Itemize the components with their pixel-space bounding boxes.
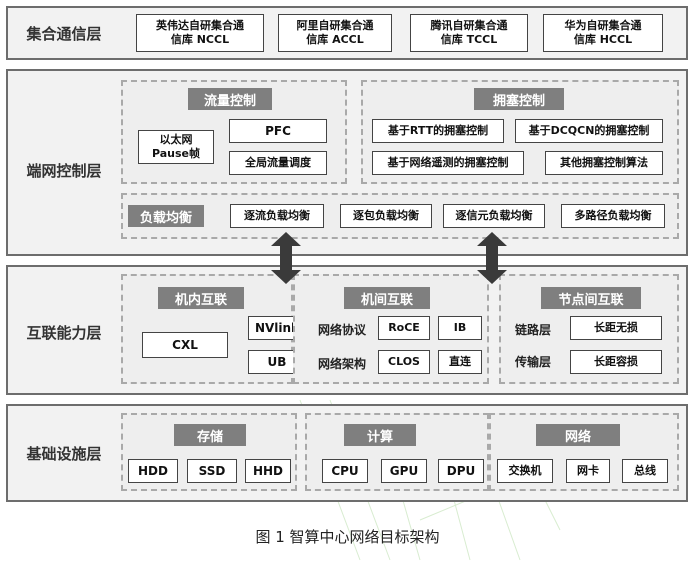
lib-hccl-line2: 信库 HCCL xyxy=(573,33,633,46)
hdd-box: HDD xyxy=(128,459,178,483)
gpu-box: GPU xyxy=(381,459,427,483)
ethernet-pause-box: 以太网 Pause帧 xyxy=(138,130,214,164)
lib-accl: 阿里自研集合通 信库 ACCL xyxy=(278,14,392,52)
clos-box: CLOS xyxy=(378,350,430,374)
figure-caption: 图 1 智算中心网络目标架构 xyxy=(255,527,440,546)
lb-per-flow-box: 逐流负载均衡 xyxy=(230,204,324,228)
updown-arrow-icon xyxy=(271,232,301,284)
rtt-congestion-box: 基于RTT的拥塞控制 xyxy=(372,119,504,143)
ethernet-line1: 以太网 xyxy=(159,133,193,147)
cpu-box: CPU xyxy=(322,459,368,483)
lib-tccl-line2: 信库 TCCL xyxy=(440,33,498,46)
lb-per-cell-box: 逐信元负载均衡 xyxy=(443,204,545,228)
lib-hccl: 华为自研集合通 信库 HCCL xyxy=(543,14,663,52)
global-flow-box: 全局流量调度 xyxy=(229,151,327,175)
other-congestion-box: 其他拥塞控制算法 xyxy=(545,151,663,175)
nic-box: 网卡 xyxy=(566,459,610,483)
infra-layer-title: 基础设施层 xyxy=(26,444,102,463)
dcqcn-congestion-box: 基于DCQCN的拥塞控制 xyxy=(515,119,663,143)
direct-box: 直连 xyxy=(438,350,482,374)
lib-tccl-line1: 腾讯自研集合通 xyxy=(430,19,508,33)
lib-accl-line1: 阿里自研集合通 xyxy=(296,19,374,33)
compute-header: 计算 xyxy=(344,424,416,446)
storage-header: 存储 xyxy=(174,424,246,446)
lib-tccl: 腾讯自研集合通 信库 TCCL xyxy=(410,14,528,52)
inter-machine-header: 机间互联 xyxy=(344,287,430,309)
roce-box: RoCE xyxy=(378,316,430,340)
network-header: 网络 xyxy=(536,424,620,446)
lib-nccl-line1: 英伟达自研集合通 xyxy=(156,19,244,33)
lb-multipath-box: 多路径负载均衡 xyxy=(561,204,665,228)
inter-node-header: 节点间互联 xyxy=(541,287,641,309)
dpu-box: DPU xyxy=(438,459,484,483)
protocol-label: 网络协议 xyxy=(317,322,366,337)
congestion-control-header: 拥塞控制 xyxy=(474,88,564,110)
architecture-label: 网络架构 xyxy=(317,356,366,371)
comm-layer-title: 集合通信层 xyxy=(26,24,102,43)
transport-layer-label: 传输层 xyxy=(514,354,551,369)
telemetry-congestion-box: 基于网络遥测的拥塞控制 xyxy=(372,151,524,175)
intra-machine-header: 机内互联 xyxy=(158,287,244,309)
bus-box: 总线 xyxy=(622,459,668,483)
lib-nccl-line2: 信库 NCCL xyxy=(170,33,230,46)
long-lossless-box: 长距无损 xyxy=(570,316,662,340)
switch-box: 交换机 xyxy=(497,459,553,483)
pfc-box: PFC xyxy=(229,119,327,143)
interconnect-layer-title: 互联能力层 xyxy=(26,323,102,342)
flow-control-header: 流量控制 xyxy=(188,88,272,110)
ssd-box: SSD xyxy=(187,459,237,483)
updown-arrow-icon xyxy=(477,232,507,284)
lb-per-packet-box: 逐包负载均衡 xyxy=(340,204,432,228)
hhd-box: HHD xyxy=(245,459,291,483)
lib-hccl-line1: 华为自研集合通 xyxy=(564,19,642,33)
cxl-box: CXL xyxy=(142,332,228,358)
long-tolerant-box: 长距容损 xyxy=(570,350,662,374)
load-balance-header: 负载均衡 xyxy=(128,205,204,227)
endnet-layer-title: 端网控制层 xyxy=(26,161,102,180)
lib-accl-line2: 信库 ACCL xyxy=(306,33,364,46)
ib-box: IB xyxy=(438,316,482,340)
lib-nccl: 英伟达自研集合通 信库 NCCL xyxy=(136,14,264,52)
ethernet-line2: Pause帧 xyxy=(151,147,201,160)
link-layer-label: 链路层 xyxy=(514,322,551,337)
